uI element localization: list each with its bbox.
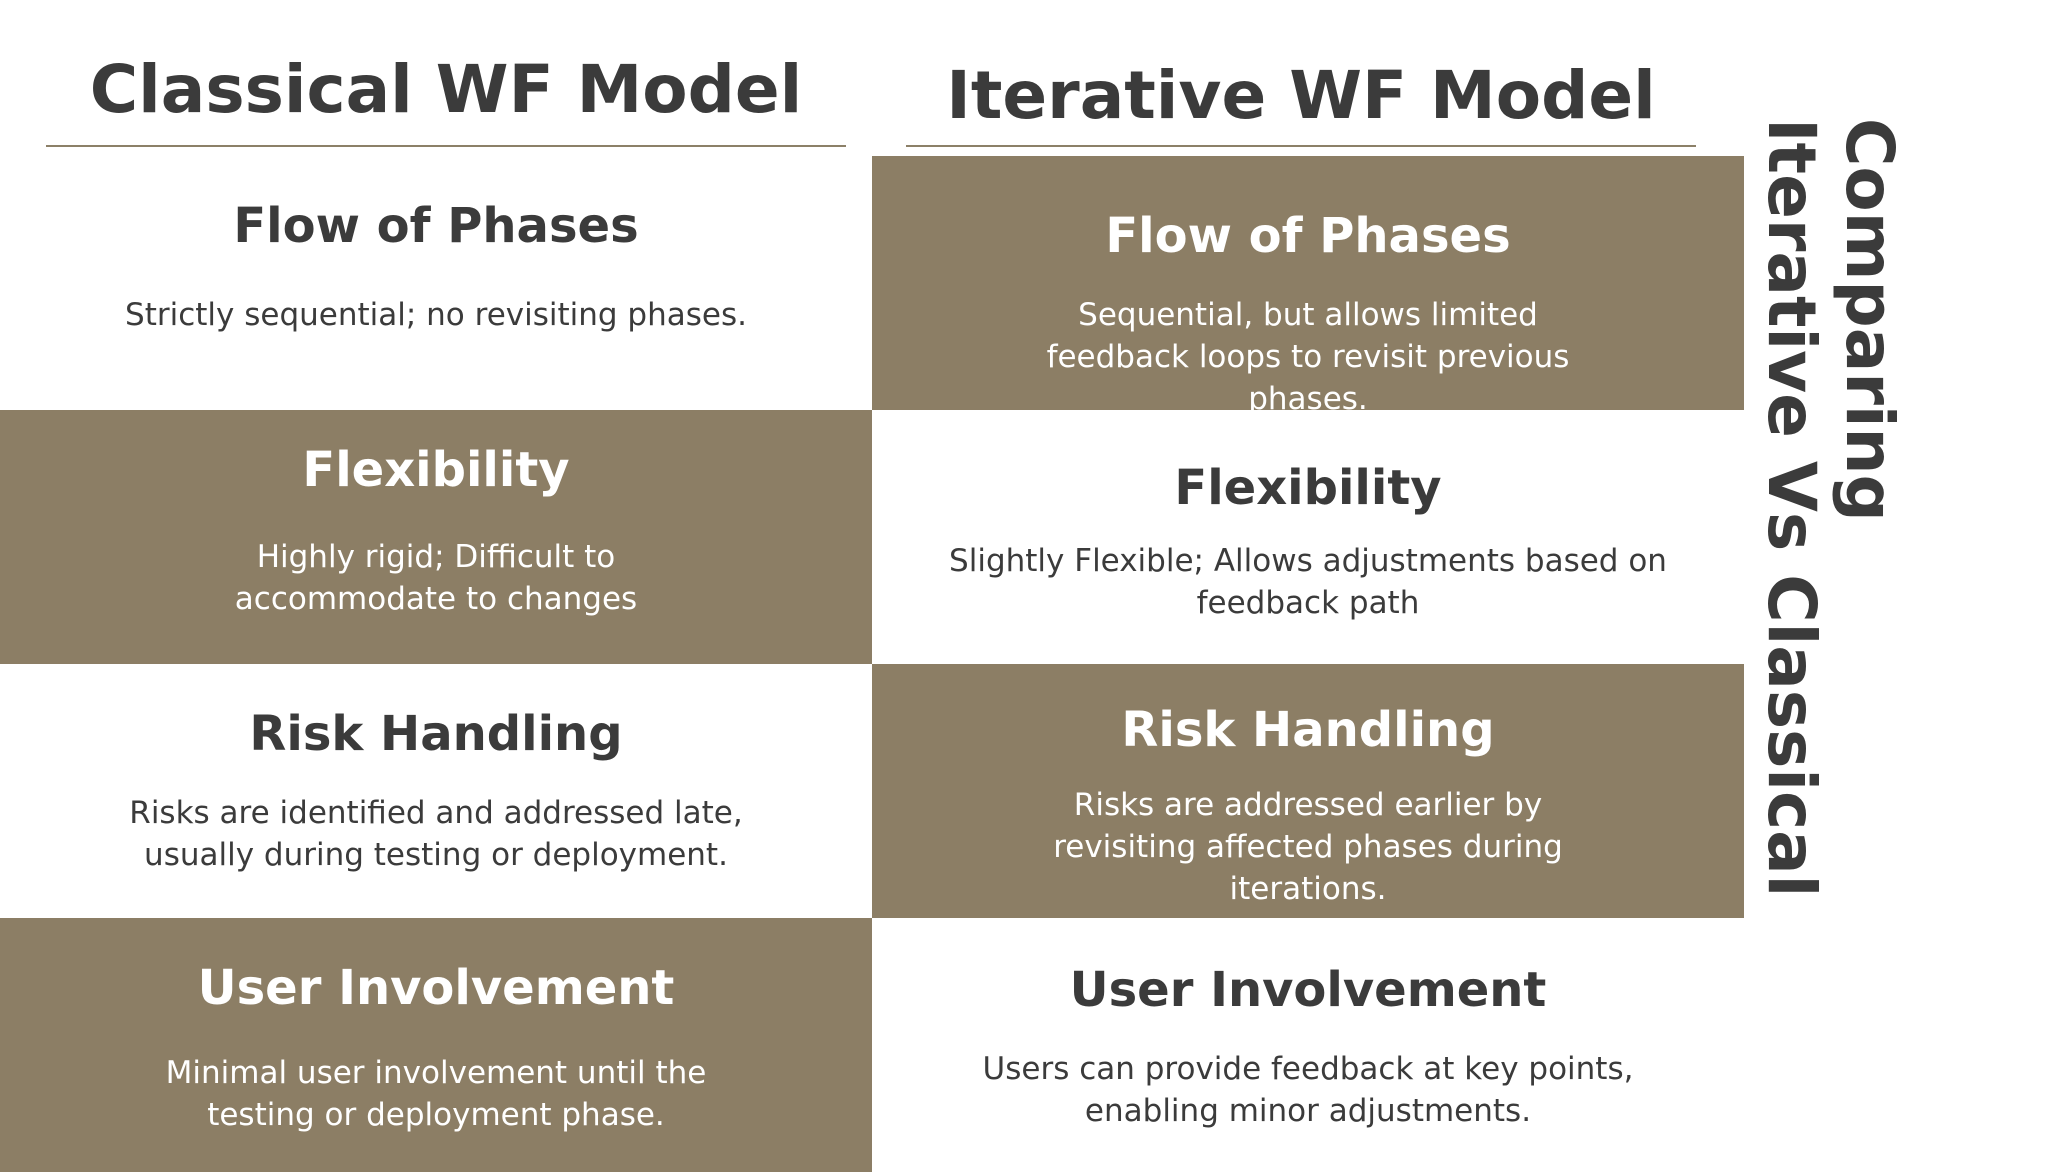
- classical-flex-title: Flexibility: [302, 442, 570, 498]
- iterative-risk-cell: Risk Handling Risks are addressed earlie…: [872, 664, 1744, 918]
- iterative-user-cell: User Involvement Users can provide feedb…: [872, 918, 1744, 1172]
- iterative-flow-cell: Flow of Phases Sequential, but allows li…: [872, 156, 1744, 410]
- iterative-flex-desc: Slightly Flexible; Allows adjustments ba…: [949, 543, 1667, 621]
- iterative-user-title: User Involvement: [1069, 962, 1547, 1018]
- iterative-flex-cell: Flexibility Slightly Flexible; Allows ad…: [872, 410, 1744, 664]
- side-title: Comparing Iterative Vs Classical: [1753, 118, 1908, 897]
- classical-flex-cell: Flexibility Highly rigid; Difficult to a…: [0, 410, 872, 664]
- iterative-heading-rule: [906, 145, 1696, 147]
- classical-user-cell: User Involvement Minimal user involvemen…: [0, 918, 872, 1172]
- classical-flow-title: Flow of Phases: [233, 198, 639, 254]
- classical-risk-cell: Risk Handling Risks are identified and a…: [0, 664, 872, 918]
- iterative-flow-title: Flow of Phases: [1105, 208, 1511, 264]
- classical-user-title: User Involvement: [197, 960, 675, 1016]
- iterative-risk-desc: Risks are addressed earlier by revisitin…: [1053, 787, 1563, 907]
- side-title-line1: Comparing: [1831, 118, 1908, 522]
- classical-flow-desc: Strictly sequential; no revisiting phase…: [125, 297, 747, 333]
- classical-risk-title: Risk Handling: [249, 706, 623, 762]
- iterative-flow-desc: Sequential, but allows limited feedback …: [1046, 297, 1570, 410]
- iterative-risk-title: Risk Handling: [1121, 702, 1495, 758]
- classical-user-desc: Minimal user involvement until the testi…: [165, 1055, 707, 1133]
- classical-flow-cell: Flow of Phases Strictly sequential; no r…: [0, 156, 872, 410]
- side-title-line2: Iterative Vs Classical: [1753, 118, 1830, 898]
- classical-heading-rule: [46, 145, 846, 147]
- iterative-user-desc: Users can provide feedback at key points…: [982, 1051, 1634, 1129]
- iterative-model-heading: Iterative WF Model: [946, 57, 1656, 134]
- classical-flex-desc: Highly rigid; Difficult to accommodate t…: [234, 539, 638, 617]
- classical-risk-desc: Risks are identified and addressed late,…: [129, 795, 743, 873]
- iterative-flex-title: Flexibility: [1174, 460, 1442, 516]
- classical-model-heading: Classical WF Model: [89, 51, 803, 128]
